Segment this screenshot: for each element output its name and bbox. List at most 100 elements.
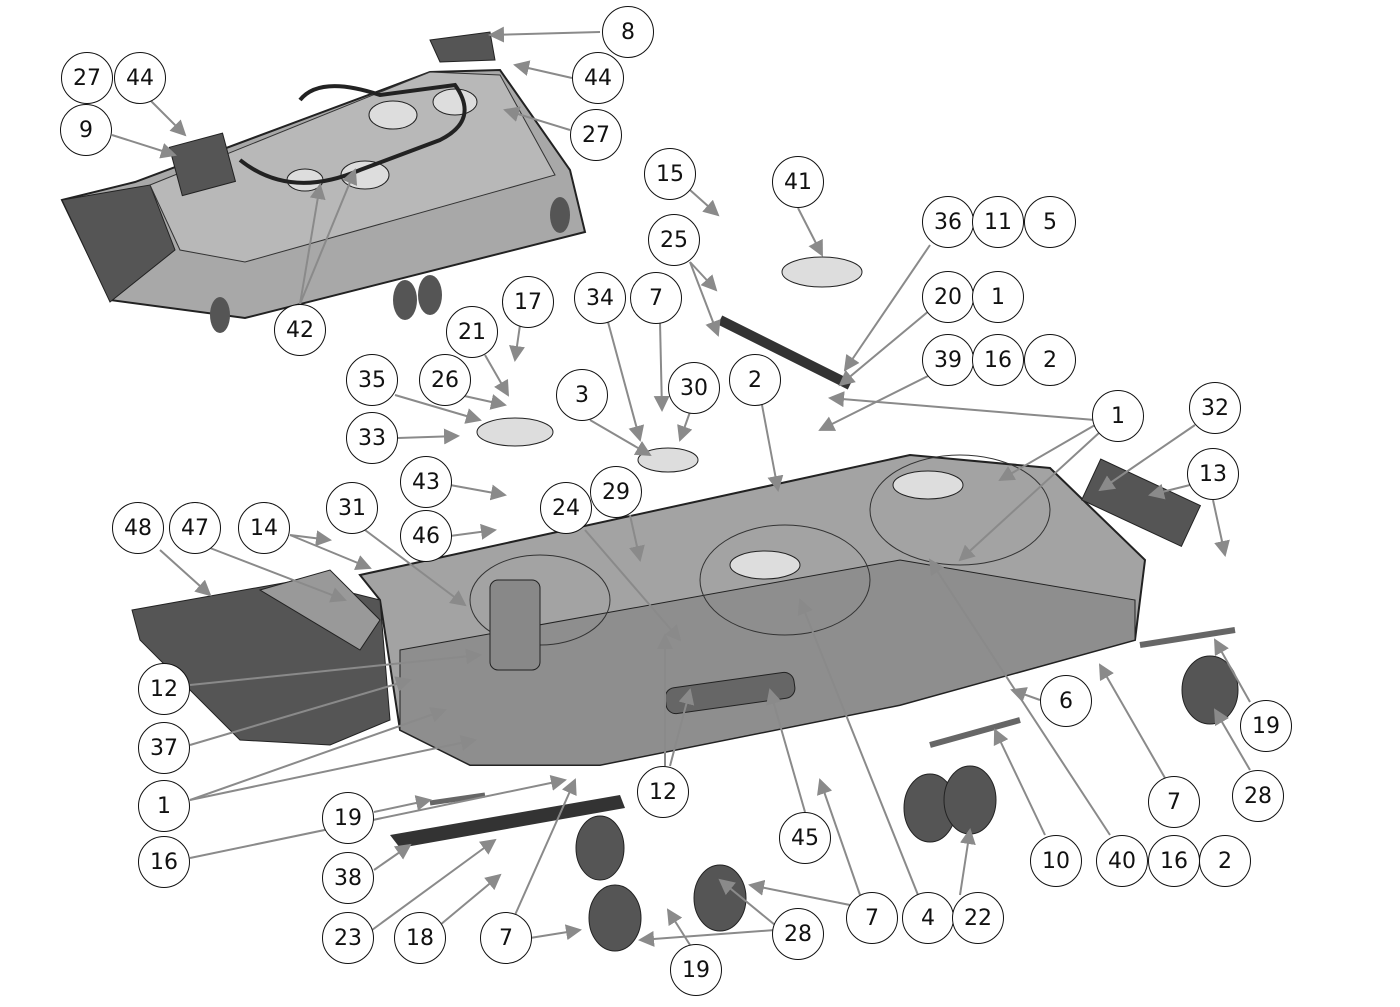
callout-7: 7 [846, 892, 898, 944]
callout-4: 4 [902, 892, 954, 944]
callout-24: 24 [540, 482, 592, 534]
callout-2: 2 [1199, 835, 1251, 887]
callout-11: 11 [972, 196, 1024, 248]
callout-1: 1 [138, 780, 190, 832]
leader-line [289, 534, 372, 571]
leader-line [838, 309, 931, 387]
callout-21: 21 [446, 306, 498, 358]
leader-line [459, 394, 507, 410]
leader-line [289, 530, 332, 547]
leader-line [299, 168, 358, 305]
leader-line [817, 778, 861, 896]
callout-47: 47 [169, 502, 221, 554]
callout-9: 9 [60, 104, 112, 156]
callout-31: 31 [326, 482, 378, 534]
leader-line [449, 523, 497, 540]
leader-line [638, 929, 776, 947]
callout-16: 16 [138, 836, 190, 888]
callout-28: 28 [1232, 770, 1284, 822]
leader-line [689, 189, 720, 217]
callout-29: 29 [590, 466, 642, 518]
leader-line [439, 873, 502, 926]
leader-line [394, 394, 482, 424]
callout-12: 12 [637, 766, 689, 818]
leader-line [1212, 499, 1230, 557]
callout-39: 39 [922, 334, 974, 386]
leader-line [449, 484, 507, 501]
callout-44: 44 [114, 52, 166, 104]
leader-line [1098, 424, 1196, 492]
leader-line [189, 648, 482, 686]
leader-line [998, 424, 1096, 482]
leader-line [748, 879, 851, 906]
leader-line [373, 843, 412, 871]
callout-18: 18 [394, 912, 446, 964]
leader-line [584, 529, 682, 642]
leader-line [766, 688, 806, 813]
callout-40: 40 [1096, 835, 1148, 887]
callout-37: 37 [138, 722, 190, 774]
callout-7: 7 [1148, 776, 1200, 828]
leader-line [607, 321, 645, 442]
leader-line [689, 261, 718, 292]
leader-line [373, 795, 432, 813]
leader-line [1148, 483, 1191, 500]
callout-19: 19 [322, 792, 374, 844]
callout-38: 38 [322, 852, 374, 904]
callout-1: 1 [972, 271, 1024, 323]
callout-7: 7 [630, 272, 682, 324]
leader-line [189, 707, 447, 801]
callout-3: 3 [556, 369, 608, 421]
callout-19: 19 [670, 944, 722, 996]
leader-line [828, 391, 1096, 421]
callout-14: 14 [238, 502, 290, 554]
callout-32: 32 [1189, 382, 1241, 434]
callout-22: 22 [952, 892, 1004, 944]
callout-27: 27 [61, 52, 113, 104]
leader-line [529, 924, 582, 941]
leader-lines [111, 26, 1251, 947]
callout-17: 17 [502, 276, 554, 328]
leader-line [959, 828, 976, 896]
callout-27: 27 [570, 109, 622, 161]
leader-line [488, 26, 601, 43]
callout-42: 42 [274, 304, 326, 356]
leader-line [503, 106, 571, 131]
leader-line [149, 99, 187, 137]
callout-36: 36 [922, 196, 974, 248]
leader-line [364, 529, 467, 607]
callout-2: 2 [1024, 334, 1076, 386]
callout-10: 10 [1030, 835, 1082, 887]
callout-25: 25 [648, 214, 700, 266]
callout-7: 7 [480, 912, 532, 964]
leader-line [189, 735, 477, 801]
leader-line [1214, 638, 1251, 703]
callout-1: 1 [1092, 390, 1144, 442]
callout-26: 26 [419, 354, 471, 406]
callout-15: 15 [644, 148, 696, 200]
leader-line [371, 838, 497, 931]
leader-line [111, 134, 177, 159]
leader-line [958, 431, 1101, 562]
callout-33: 33 [346, 412, 398, 464]
leader-line [669, 688, 695, 767]
callout-12: 12 [138, 663, 190, 715]
leader-line [677, 411, 693, 442]
callout-44: 44 [572, 52, 624, 104]
main-deck-view [131, 256, 1239, 952]
callout-48: 48 [112, 502, 164, 554]
callout-5: 5 [1024, 196, 1076, 248]
leader-line [589, 419, 652, 457]
leader-line [397, 428, 460, 445]
leader-line [209, 547, 347, 603]
leader-line [1213, 708, 1251, 771]
leader-line [1099, 663, 1166, 779]
callout-45: 45 [779, 812, 831, 864]
callout-43: 43 [400, 456, 452, 508]
leader-line [718, 878, 776, 926]
leader-line [797, 598, 919, 896]
leader-line [189, 775, 567, 859]
callout-28: 28 [772, 908, 824, 960]
callout-16: 16 [1148, 835, 1200, 887]
